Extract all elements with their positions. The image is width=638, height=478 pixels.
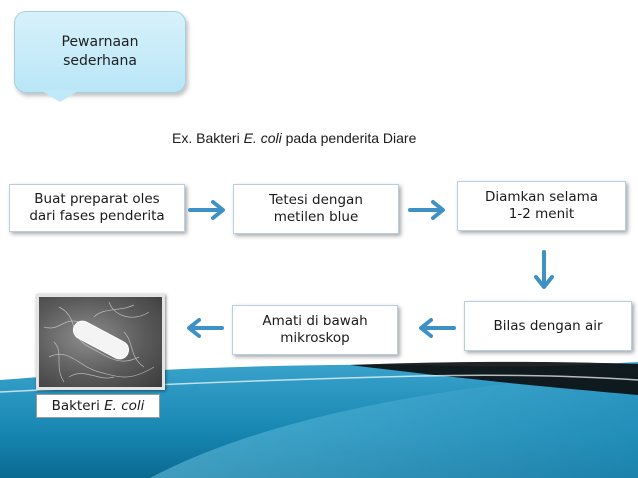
- arrow-down-icon: [534, 250, 554, 289]
- step-2-line-2: metilen blue: [273, 209, 359, 225]
- caption-prefix: Bakteri: [51, 398, 105, 414]
- step-box-4: Bilas dengan air: [464, 301, 632, 351]
- arrow-right-icon: [408, 200, 445, 220]
- step-box-5: Amati di bawah mikroskop: [232, 305, 398, 355]
- step-5-line-1: Amati di bawah: [262, 313, 368, 329]
- arrow-left-icon: [187, 318, 224, 338]
- step-5-line-2: mikroskop: [280, 330, 350, 346]
- callout-line-1: Pewarnaan: [61, 34, 139, 50]
- callout-line-2: sederhana: [63, 53, 137, 69]
- step-box-1: Buat preparat oles dari fases penderita: [9, 184, 185, 232]
- subtitle-prefix: Ex. Bakteri: [172, 130, 244, 146]
- callout-tail: [40, 90, 80, 102]
- step-4-line-1: Bilas dengan air: [493, 317, 603, 334]
- arrow-left-icon: [419, 318, 456, 338]
- step-box-2: Tetesi dengan metilen blue: [233, 184, 399, 234]
- step-3-line-1: Diamkan selama: [484, 189, 599, 205]
- subtitle-suffix: pada penderita Diare: [281, 130, 417, 146]
- ecoli-micrograph: [36, 294, 165, 390]
- caption-species: E. coli: [104, 398, 145, 414]
- step-2-line-1: Tetesi dengan: [269, 192, 363, 208]
- topic-callout: Pewarnaan sederhana: [14, 11, 186, 93]
- step-3-line-2: 1-2 menit: [508, 206, 575, 222]
- step-1-line-2: dari fases penderita: [29, 208, 165, 224]
- subtitle-species: E. coli: [243, 130, 282, 146]
- step-1-line-1: Buat preparat oles: [34, 191, 160, 207]
- diagram-subtitle: Ex. Bakteri E. coli pada penderita Diare: [172, 130, 416, 146]
- photo-caption: Bakteri E. coli: [36, 394, 160, 418]
- step-box-3: Diamkan selama 1-2 menit: [457, 181, 626, 231]
- arrow-right-icon: [188, 200, 225, 220]
